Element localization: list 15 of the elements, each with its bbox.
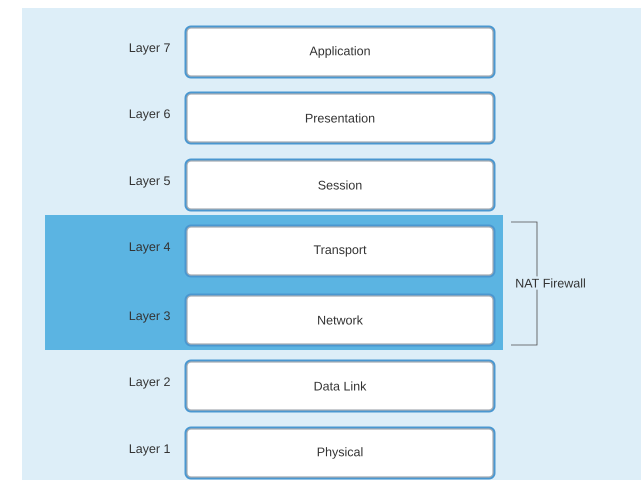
layer-box: Data Link xyxy=(184,359,496,412)
layer-box: Physical xyxy=(184,426,496,480)
layer-box: Session xyxy=(184,158,496,212)
layer-label: Layer 7 xyxy=(130,43,170,55)
layer-label: Layer 4 xyxy=(130,242,170,254)
layer-label: Layer 3 xyxy=(130,311,170,323)
layer-box: Application xyxy=(184,26,496,78)
bracket-label: NAT Firewall xyxy=(513,276,588,290)
layer-box: Presentation xyxy=(184,92,496,144)
layer-label: Layer 6 xyxy=(130,109,170,121)
layer-label: Layer 2 xyxy=(130,377,170,389)
layer-label: Layer 1 xyxy=(130,444,170,456)
layer-box: Network xyxy=(184,294,496,346)
layer-box: Transport xyxy=(184,224,496,278)
layer-label: Layer 5 xyxy=(130,176,170,188)
